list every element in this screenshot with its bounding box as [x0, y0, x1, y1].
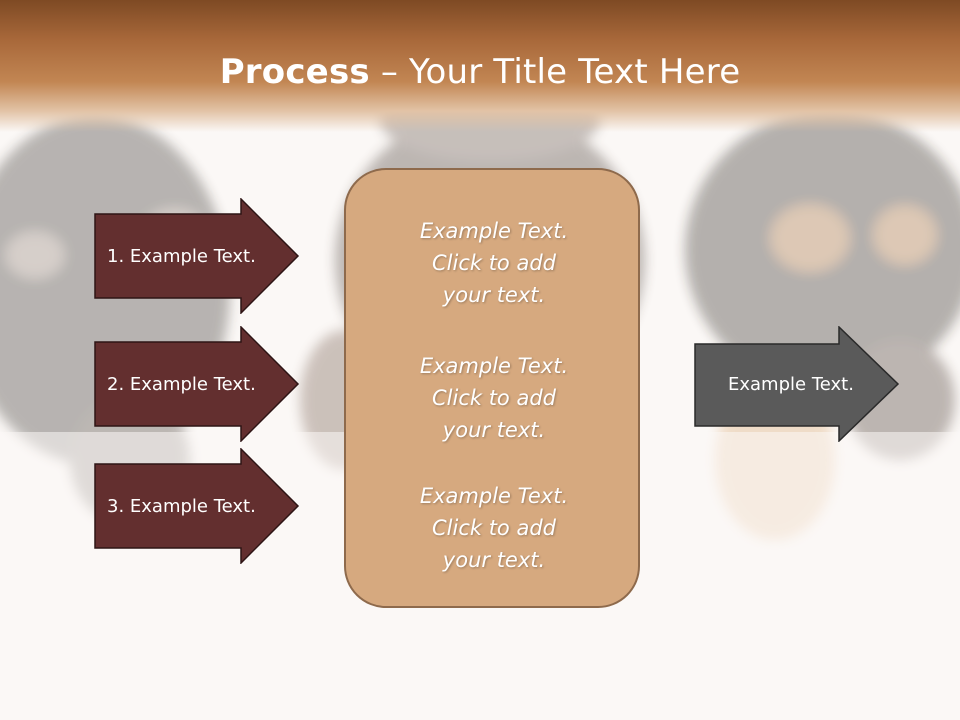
step-arrow-3[interactable]: 3. Example Text.	[94, 448, 300, 564]
text-line: Example Text.	[419, 219, 569, 243]
step-arrow-1[interactable]: 1. Example Text.	[94, 198, 300, 314]
title-rest: – Your Title Text Here	[369, 52, 741, 92]
text-line: Example Text.	[419, 484, 569, 508]
text-line: your text.	[442, 418, 546, 442]
title-bold: Process	[219, 52, 370, 92]
arrow-shape-icon	[94, 448, 300, 564]
arrow-shape-icon	[94, 198, 300, 314]
header-band	[0, 0, 960, 132]
step-label: 2. Example Text.	[107, 373, 256, 395]
process-box[interactable]: Example Text. Click to add your text. Ex…	[344, 168, 640, 608]
step-label: 3. Example Text.	[107, 495, 256, 517]
step-arrow-2[interactable]: 2. Example Text.	[94, 326, 300, 442]
text-line: Click to add	[431, 516, 556, 540]
process-text-block-1[interactable]: Example Text. Click to add your text.	[346, 215, 642, 311]
step-label: 1. Example Text.	[107, 245, 256, 267]
arrow-shape-icon	[94, 326, 300, 442]
output-arrow[interactable]: Example Text.	[694, 326, 900, 442]
output-label: Example Text.	[728, 373, 854, 395]
text-line: your text.	[442, 548, 546, 572]
text-line: Click to add	[431, 386, 556, 410]
text-line: your text.	[442, 283, 546, 307]
text-line: Example Text.	[419, 354, 569, 378]
process-text-block-2[interactable]: Example Text. Click to add your text.	[346, 350, 642, 446]
text-line: Click to add	[431, 251, 556, 275]
arrow-shape-icon	[694, 326, 900, 442]
slide-title: Process – Your Title Text Here	[0, 52, 960, 92]
process-text-block-3[interactable]: Example Text. Click to add your text.	[346, 480, 642, 576]
